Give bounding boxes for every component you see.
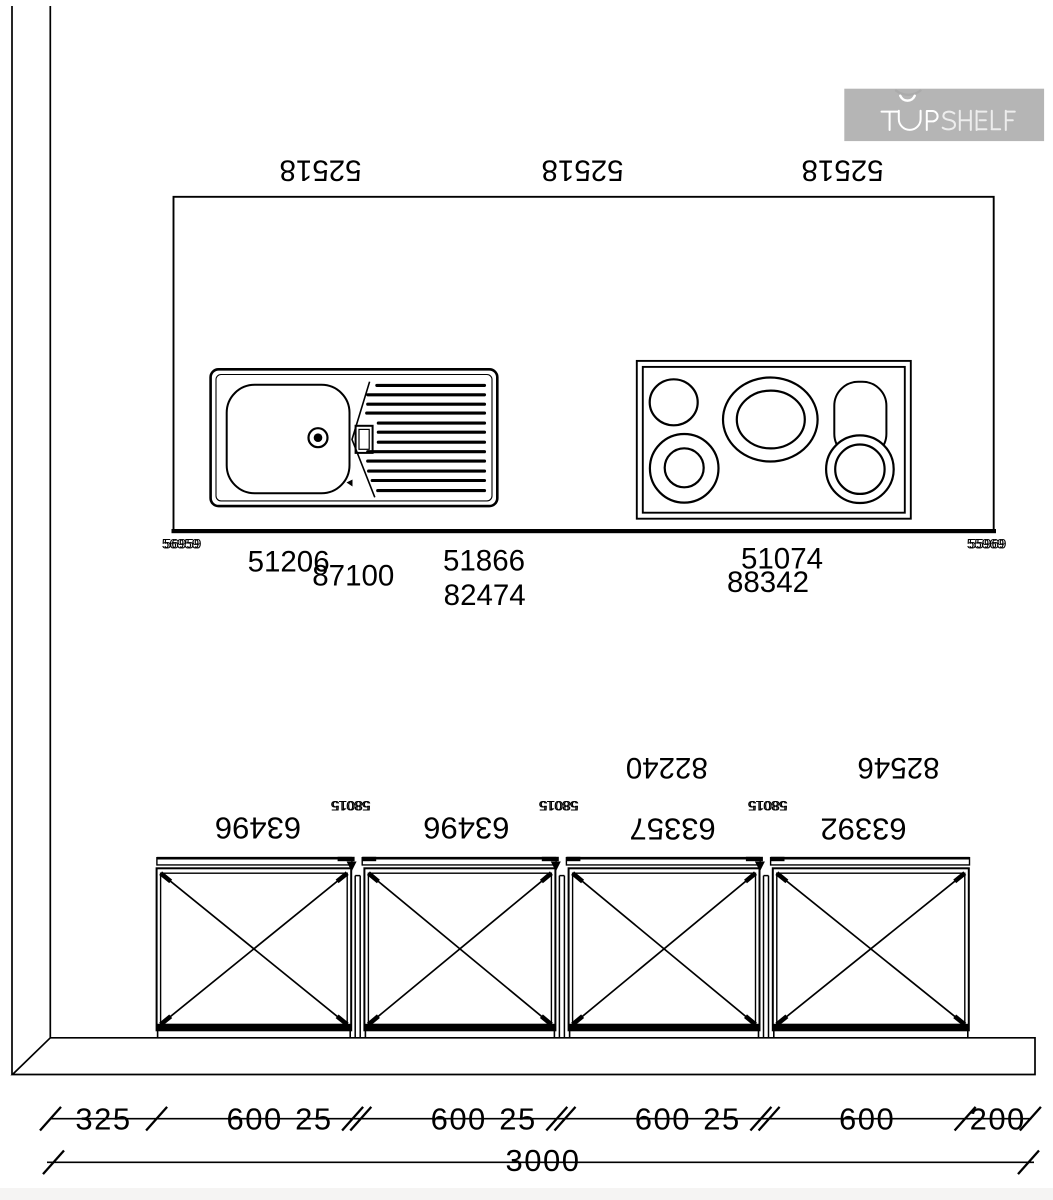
svg-text:58015: 58015 — [540, 798, 579, 814]
svg-text:56959: 56959 — [162, 536, 200, 551]
svg-text:25: 25 — [295, 1102, 332, 1137]
svg-text:55969: 55969 — [967, 536, 1005, 551]
svg-text:58015: 58015 — [332, 798, 371, 814]
svg-text:82474: 82474 — [444, 579, 526, 612]
svg-text:51206: 51206 — [248, 546, 330, 579]
svg-text:58015: 58015 — [330, 798, 369, 814]
svg-text:63496: 63496 — [423, 811, 509, 846]
svg-text:600: 600 — [226, 1102, 282, 1137]
svg-text:55969: 55969 — [969, 536, 1007, 551]
svg-text:325: 325 — [75, 1102, 131, 1137]
svg-text:51074: 51074 — [741, 543, 823, 576]
svg-text:600: 600 — [839, 1102, 895, 1137]
svg-text:600: 600 — [635, 1102, 691, 1137]
svg-text:63357: 63357 — [629, 811, 715, 846]
svg-text:51866: 51866 — [443, 544, 525, 577]
svg-text:87100: 87100 — [312, 560, 394, 593]
svg-text:56959: 56959 — [164, 536, 202, 551]
svg-text:63392: 63392 — [820, 811, 906, 846]
svg-text:25: 25 — [703, 1102, 740, 1137]
svg-text:52518: 52518 — [801, 153, 883, 186]
svg-text:600: 600 — [431, 1102, 487, 1137]
svg-text:58015: 58015 — [538, 798, 577, 814]
svg-text:82546: 82546 — [857, 751, 939, 784]
svg-text:88342: 88342 — [727, 566, 809, 599]
svg-text:82240: 82240 — [626, 751, 708, 784]
svg-text:3000: 3000 — [506, 1143, 581, 1178]
svg-text:58015: 58015 — [747, 798, 786, 814]
svg-text:63496: 63496 — [215, 811, 301, 846]
svg-text:200: 200 — [970, 1102, 1026, 1137]
svg-text:52518: 52518 — [279, 153, 361, 186]
svg-text:52518: 52518 — [541, 153, 623, 186]
svg-text:25: 25 — [499, 1102, 536, 1137]
svg-text:58015: 58015 — [749, 798, 788, 814]
